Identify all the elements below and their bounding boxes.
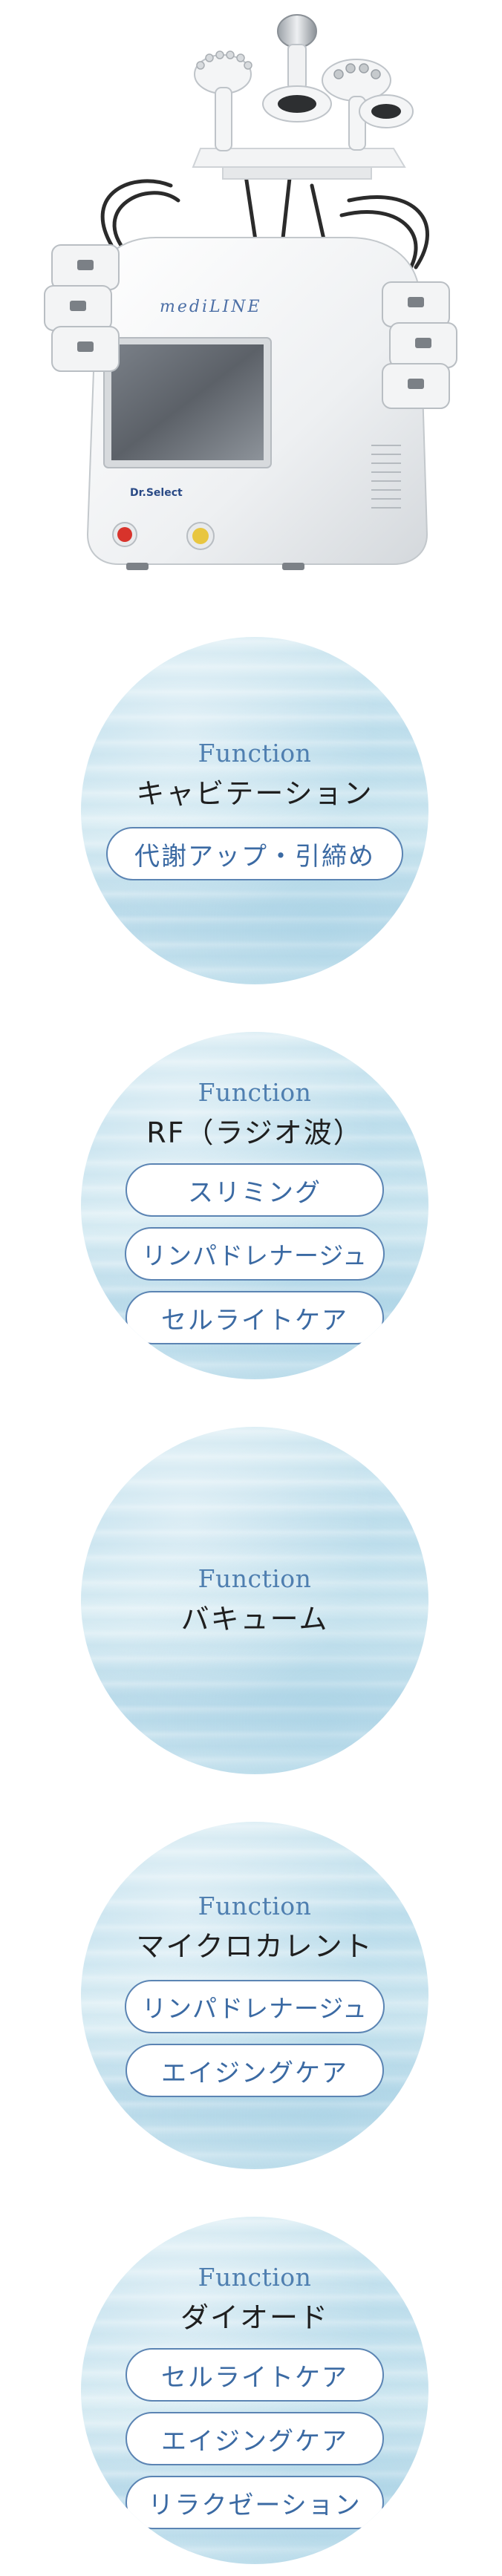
function-card-vacuum: Function バキューム xyxy=(81,1427,428,1774)
function-tag: スリミング xyxy=(126,1163,384,1217)
function-title: ダイオード xyxy=(180,2301,329,2334)
function-card-microcurrent: Function マイクロカレント リンパドレナージュ エイジングケア xyxy=(81,1822,428,2169)
panel-logo: Dr.Select xyxy=(130,487,183,499)
function-title: マイクロカレント xyxy=(136,1929,374,1963)
function-card-diode: Function ダイオード セルライトケア エイジングケア リラクゼーション xyxy=(81,2217,428,2564)
function-label: Function xyxy=(198,1077,312,1107)
function-tag: セルライトケア xyxy=(126,2348,384,2402)
function-title: バキューム xyxy=(180,1602,329,1635)
function-title: RF（ラジオ波） xyxy=(146,1116,363,1149)
function-tag: エイジングケア xyxy=(126,2412,384,2466)
function-tag: リンパドレナージュ xyxy=(125,1227,385,1281)
function-tag: リンパドレナージュ xyxy=(125,1980,385,2034)
handpiece-group xyxy=(194,14,414,151)
function-title: キャビテーション xyxy=(136,777,374,810)
brand-logo: mediLINE xyxy=(160,298,262,316)
display-screen xyxy=(111,344,264,460)
product-image: mediLINE Dr.Select xyxy=(0,0,502,594)
function-tag: エイジングケア xyxy=(126,2044,384,2098)
function-card-cavitation: Function キャビテーション 代謝アップ・引締め xyxy=(81,637,428,984)
function-tag: 代謝アップ・引締め xyxy=(106,827,403,881)
function-label: Function xyxy=(198,1563,312,1593)
function-tag: セルライトケア xyxy=(126,1291,384,1345)
function-label: Function xyxy=(198,1891,312,1920)
function-label: Function xyxy=(198,2262,312,2292)
function-card-rf: Function RF（ラジオ波） スリミング リンパドレナージュ セルライトケ… xyxy=(81,1032,428,1379)
function-tag: リラクゼーション xyxy=(126,2476,384,2530)
function-label: Function xyxy=(198,738,312,768)
